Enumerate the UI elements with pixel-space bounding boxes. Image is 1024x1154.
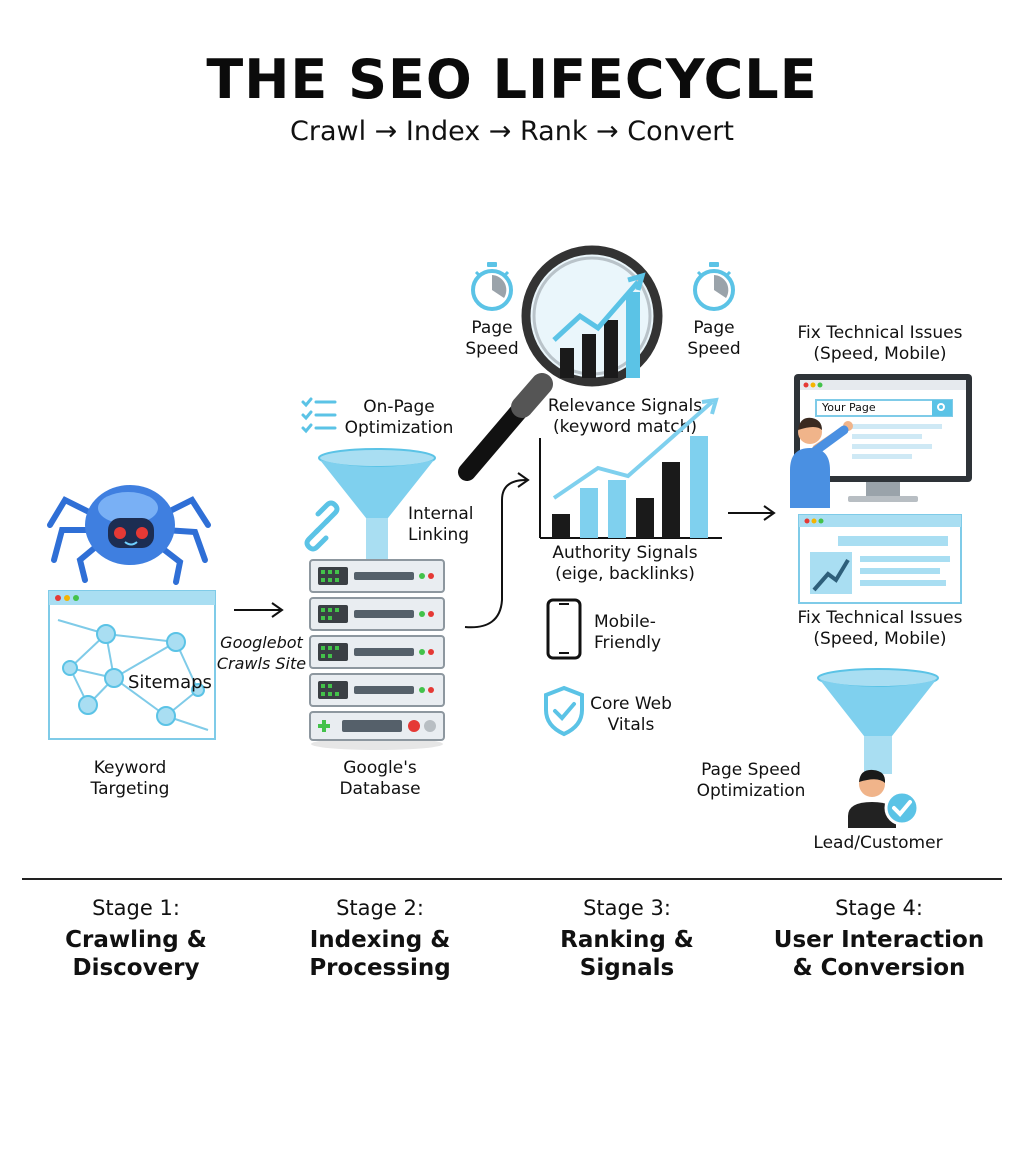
- stage-2-caption: Stage 2: Indexing &Processing: [309, 896, 451, 981]
- arrow-to-ranking: [464, 472, 530, 629]
- sitemap-window: [48, 590, 216, 740]
- link-icon: [304, 500, 340, 552]
- arrow-to-database: [234, 602, 284, 618]
- stage-4-caption: Stage 4: User Interaction& Conversion: [773, 896, 985, 981]
- person-icon: [790, 417, 853, 508]
- googlebot-label: Googlebot Crawls Site: [216, 633, 307, 673]
- page-title: THE SEO LIFECYCLE: [206, 48, 818, 111]
- stage-3-caption: Stage 3: Ranking &Signals: [560, 896, 694, 981]
- internal-linking-label: Internal Linking: [408, 504, 474, 545]
- customer-check-icon: [848, 769, 920, 828]
- relevance-signals-label: Relevance Signals (keyword match): [547, 396, 703, 437]
- page-speed-right-label: Page Speed: [687, 318, 741, 359]
- shield-check-icon: [544, 685, 584, 737]
- checklist-icon: [301, 397, 337, 434]
- funnel-icon: [318, 448, 436, 560]
- stopwatch-icon: [471, 262, 513, 311]
- database-label: Google's Database: [339, 758, 421, 799]
- page-speed-left-label: Page Speed: [465, 318, 519, 359]
- arrow-to-conversion: [728, 505, 776, 521]
- page-speed-opt-label: Page Speed Optimization: [696, 760, 806, 801]
- mobile-friendly-label: Mobile- Friendly: [594, 612, 662, 653]
- stage-1-caption: Stage 1: Crawling &Discovery: [65, 896, 207, 981]
- stopwatch-icon: [693, 262, 735, 311]
- keyword-targeting-label: Keyword Targeting: [90, 758, 170, 799]
- webpage-window: [798, 514, 962, 604]
- sitemaps-label: Sitemaps: [128, 672, 212, 693]
- crawler-robot-icon: [47, 485, 211, 585]
- lead-customer-label: Lead/Customer: [813, 833, 943, 853]
- on-page-label: On-Page Optimization: [344, 397, 454, 438]
- divider: [22, 878, 1002, 880]
- server-stack-icon: [309, 559, 445, 750]
- magnifying-glass-icon: [458, 245, 663, 481]
- ranking-bar-chart: [539, 397, 722, 539]
- search-box-text: Your Page: [822, 401, 876, 414]
- page-subtitle: Crawl → Index → Rank → Convert: [290, 116, 734, 147]
- authority-signals-label: Authority Signals (eige, backlinks): [552, 543, 698, 584]
- core-web-vitals-label: Core Web Vitals: [590, 694, 672, 735]
- fix-technical-top-label: Fix Technical Issues (Speed, Mobile): [797, 323, 963, 364]
- fix-technical-bottom-label: Fix Technical Issues (Speed, Mobile): [797, 608, 963, 649]
- mobile-phone-icon: [546, 598, 582, 660]
- conversion-funnel-icon: [817, 668, 939, 774]
